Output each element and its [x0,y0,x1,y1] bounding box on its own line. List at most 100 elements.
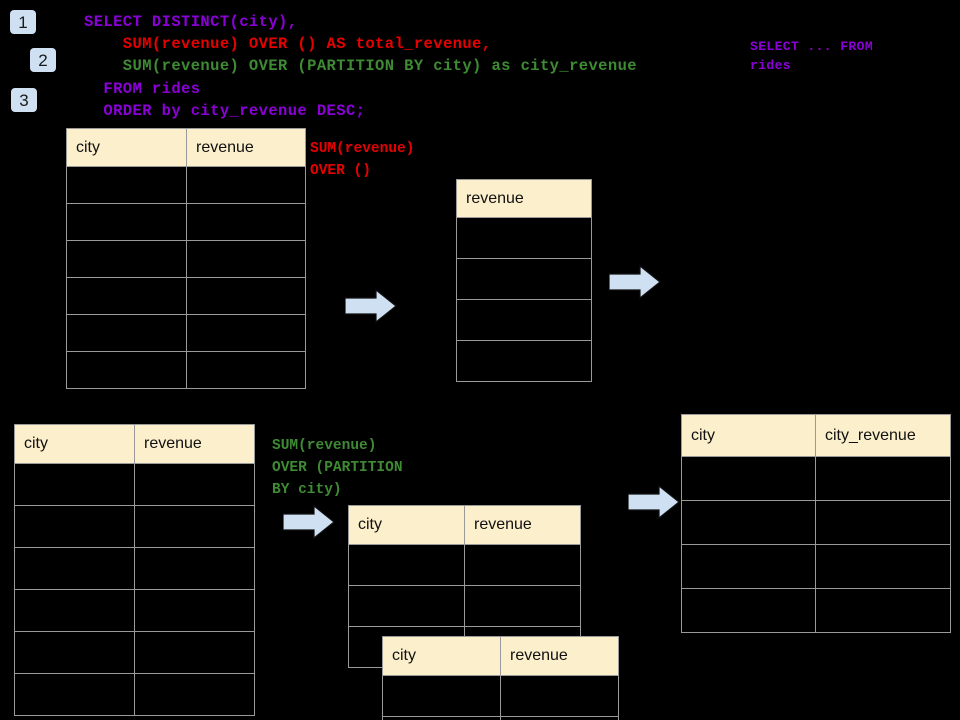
table-partition-group-back: city revenue [348,505,581,668]
arrow-total-to-result [609,264,661,300]
table-row [66,314,306,352]
table-source-rides-top: city revenue [66,128,306,389]
cell-city [66,240,187,278]
cell-revenue [134,673,255,716]
cell-city [681,544,816,589]
table-row [382,675,619,717]
cell-revenue [186,351,306,389]
arrow-partition-to-result [628,484,680,520]
cell-city [382,716,501,720]
table-row [456,340,592,382]
arrow-source-to-total [345,288,397,324]
cell-revenue [134,463,255,506]
table-header-row: revenue [456,179,592,218]
sql-line-sum-over-empty: SUM(revenue) OVER () AS total_revenue, [84,35,492,53]
column-header-city: city [382,636,501,676]
column-header-revenue: revenue [464,505,581,545]
column-header-revenue: revenue [134,424,255,464]
table-row [348,585,581,627]
column-header-city-revenue: city_revenue [815,414,951,457]
side-note-select-from: SELECT ... FROM [750,39,874,54]
cell-revenue [456,258,592,300]
table-result-city-revenue: city city_revenue [681,414,951,633]
annotation-sum-over-empty: SUM(revenue) OVER () [310,141,415,179]
cell-city [14,589,135,632]
cell-city [681,588,816,633]
cell-revenue [456,217,592,259]
cell-city-revenue [815,544,951,589]
cell-city [66,314,187,352]
cell-revenue [134,589,255,632]
table-row [66,240,306,278]
cell-city [14,547,135,590]
table-row [14,589,255,632]
sql-line-order-by: ORDER by city_revenue DESC; [84,102,366,120]
annotation-sum-over-partition: SUM(revenue) OVER (PARTITION BY city) [272,438,403,498]
table-row [66,203,306,241]
table-row [14,463,255,506]
table-partition-group-front: city revenue [382,636,619,720]
table-row [681,544,951,589]
cell-revenue [456,299,592,341]
cell-revenue [500,716,619,720]
cell-revenue [134,631,255,674]
cell-revenue [464,544,581,586]
cell-revenue [134,505,255,548]
cell-revenue [186,240,306,278]
cell-revenue [186,277,306,315]
column-header-city: city [66,128,187,167]
cell-revenue [186,203,306,241]
cell-city [14,505,135,548]
cell-city-revenue [815,456,951,501]
cell-revenue [456,340,592,382]
cell-city [14,673,135,716]
cell-city [348,544,465,586]
column-header-city: city [14,424,135,464]
table-row [681,500,951,545]
table-row [681,456,951,501]
column-header-revenue: revenue [186,128,306,167]
column-header-revenue: revenue [500,636,619,676]
table-source-rides-bottom: city revenue [14,424,255,716]
table-header-row: city revenue [14,424,255,464]
sql-line-from-rides: FROM rides [84,80,201,98]
table-row [66,351,306,389]
table-row [348,544,581,586]
cell-city [348,585,465,627]
cell-city [66,203,187,241]
column-header-city: city [348,505,465,545]
table-row [382,716,619,720]
cell-city-revenue [815,588,951,633]
cell-city [66,166,187,204]
table-row [14,631,255,674]
table-row [66,277,306,315]
sql-line-sum-over-partition: SUM(revenue) OVER (PARTITION BY city) as… [84,57,637,75]
cell-revenue [186,314,306,352]
side-note-rides: rides [750,58,792,73]
cell-revenue [186,166,306,204]
cell-city [14,463,135,506]
column-header-city: city [681,414,816,457]
table-row [14,547,255,590]
table-header-row: city revenue [66,128,306,167]
sql-line-select-distinct: SELECT DISTINCT(city), [84,13,298,31]
cell-city [382,675,501,717]
cell-revenue [500,675,619,717]
column-header-revenue: revenue [456,179,592,218]
table-row [456,258,592,300]
table-header-row: city revenue [348,505,581,545]
table-row [14,505,255,548]
step-badge-2: 2 [30,48,56,72]
table-row [14,673,255,716]
cell-city-revenue [815,500,951,545]
cell-revenue [134,547,255,590]
cell-city [66,277,187,315]
table-row [456,299,592,341]
cell-revenue [464,585,581,627]
cell-city [14,631,135,674]
step-badge-3: 3 [11,88,37,112]
step-badge-1: 1 [10,10,36,34]
cell-city [66,351,187,389]
table-header-row: city revenue [382,636,619,676]
